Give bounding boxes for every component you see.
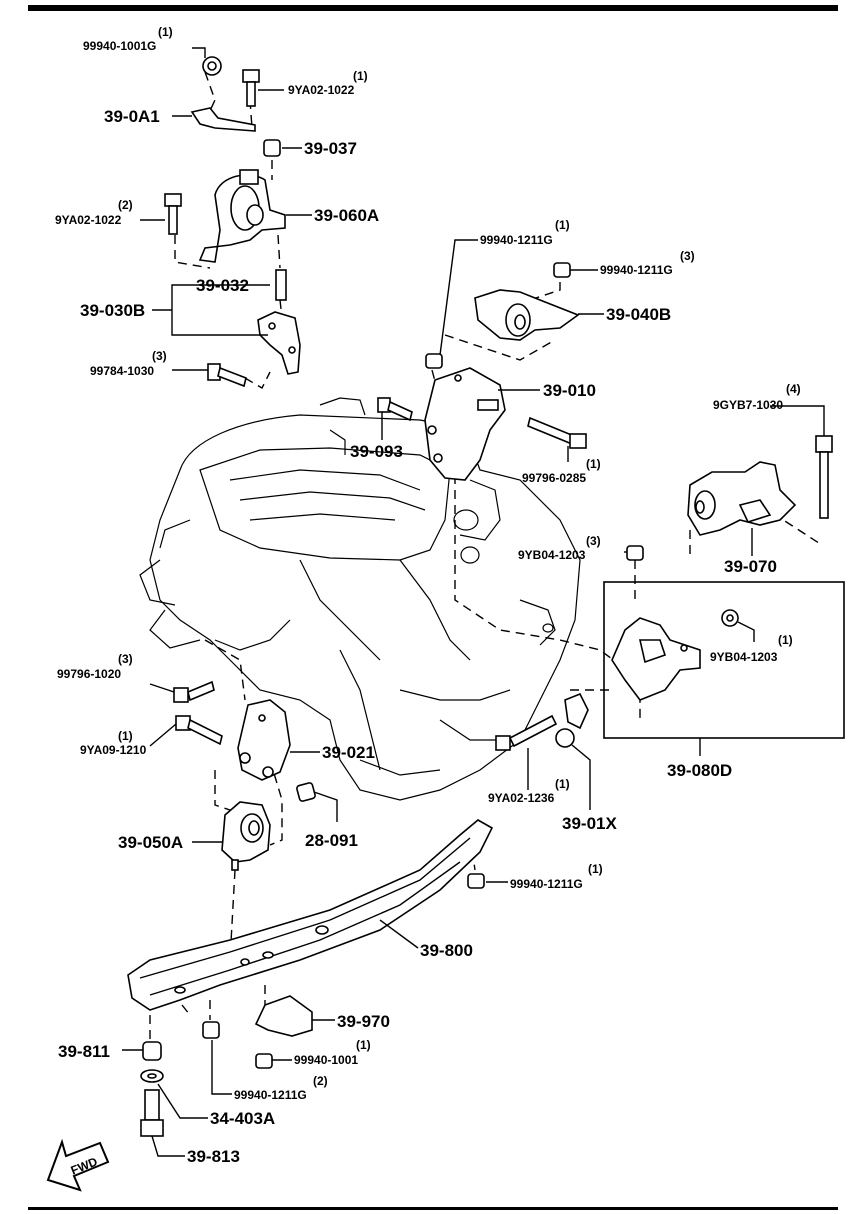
label-p11: 99940-1211G (600, 263, 673, 277)
nut-39-037 (263, 139, 281, 157)
crossmember-39-800 (127, 819, 494, 1011)
label-p02: 9YA02-1022 (288, 83, 355, 97)
nut-99940-1211g-crossmember (467, 873, 485, 889)
qty-p11: (3) (680, 249, 695, 263)
bolt-39-813 (140, 1089, 164, 1137)
bolt-99796-0285 (527, 416, 587, 449)
engine-mount-39-040b (474, 289, 580, 341)
bolt-99796-1020 (173, 680, 215, 703)
qty-p02: (1) (353, 69, 368, 83)
qty-p28: (1) (588, 862, 603, 876)
bottom-border-bar (28, 1207, 838, 1210)
engine-block-outline (139, 397, 581, 801)
label-p24: 9YA02-1236 (488, 791, 555, 805)
label-p12: 39-040B (606, 305, 671, 324)
nut-9yb04-1203-triple (626, 545, 644, 561)
label-p21: 9YA09-1210 (80, 743, 147, 757)
label-p04: 39-037 (304, 139, 357, 158)
label-p34: 34-403A (210, 1109, 275, 1128)
bracket-39-030b (257, 311, 301, 375)
bolt-9gyb7-1030 (815, 435, 833, 519)
engine-mount-39-050a (221, 801, 271, 871)
label-p23: 39-080D (667, 761, 732, 780)
fwd-direction-arrow: FWD (46, 1138, 110, 1192)
bracket-39-970 (254, 995, 313, 1037)
bolt-9ya02-1022 (242, 69, 260, 107)
qty-p20: (3) (118, 652, 133, 666)
qty-p16: (4) (786, 382, 801, 396)
stud-39-032 (275, 269, 287, 301)
top-border-bar (28, 5, 838, 11)
label-p13: 39-010 (543, 381, 596, 400)
label-p06: 39-060A (314, 206, 379, 225)
qty-p19: (1) (778, 633, 793, 647)
label-p05: 9YA02-1022 (55, 213, 122, 227)
bolt-9ya02-1236 (495, 714, 558, 751)
label-p16: 9GYB7-1030 (713, 398, 783, 412)
washer-34-403a (140, 1069, 164, 1083)
nut-99940-1211g-single (425, 353, 443, 369)
qty-p17: (3) (586, 534, 601, 548)
label-p27: 39-01X (562, 814, 617, 833)
assembly-box-39-080d (603, 581, 845, 739)
bolt-99784-1030 (207, 363, 247, 388)
bracket-39-0a1 (190, 107, 256, 132)
label-p01: 99940-1001G (83, 39, 156, 53)
bracket-39-010 (424, 367, 506, 481)
label-p18: 39-070 (724, 557, 777, 576)
bolt-9ya09-1210 (175, 715, 223, 746)
qty-p09: (3) (152, 349, 167, 363)
label-p17: 9YB04-1203 (518, 548, 586, 562)
label-p26: 28-091 (305, 831, 358, 850)
nut-99940-1001 (255, 1053, 273, 1069)
leader-lines (122, 47, 825, 1157)
label-p35: 39-813 (187, 1147, 240, 1166)
label-p32: 99940-1001 (294, 1053, 358, 1067)
label-p29: 39-800 (420, 941, 473, 960)
label-p30: 39-970 (337, 1012, 390, 1031)
label-p33: 99940-1211G (234, 1088, 307, 1102)
part-labels: (1) 99940-1001G (1) 9YA02-1022 39-0A1 39… (55, 25, 801, 1166)
label-p19: 9YB04-1203 (710, 650, 778, 664)
label-p25: 39-050A (118, 833, 183, 852)
nut-99940-1211g-triple (553, 262, 571, 278)
engine-mount-39-060a (198, 169, 286, 263)
qty-p21: (1) (118, 729, 133, 743)
label-p10: 99940-1211G (480, 233, 553, 247)
label-p31: 39-811 (58, 1042, 110, 1061)
label-p14: 39-093 (350, 442, 403, 461)
label-p08: 39-030B (80, 301, 145, 320)
qty-p01: (1) (158, 25, 173, 39)
qty-p10: (1) (555, 218, 570, 232)
bolt-9ya02-1022-pair (164, 193, 182, 235)
label-p28: 99940-1211G (510, 877, 583, 891)
nut-99940-1211g-pair (202, 1021, 220, 1039)
bolt-39-093 (377, 397, 413, 422)
label-p09: 99784-1030 (90, 364, 154, 378)
label-p22: 39-021 (322, 743, 375, 762)
engine-mount-39-070 (687, 461, 797, 536)
bracket-39-021 (237, 699, 291, 781)
label-p07: 39-032 (196, 276, 249, 295)
qty-p15: (1) (586, 457, 601, 471)
qty-p33: (2) (313, 1074, 328, 1088)
nut-28-091 (296, 782, 316, 802)
label-p15: 99796-0285 (522, 471, 586, 485)
qty-p32: (1) (356, 1038, 371, 1052)
label-p03: 39-0A1 (104, 107, 160, 126)
stopper-39-01x (555, 692, 589, 748)
nut-99940-1001g (202, 56, 222, 76)
qty-p05: (2) (118, 198, 133, 212)
qty-p24: (1) (555, 777, 570, 791)
label-p20: 99796-1020 (57, 667, 121, 681)
bushing-39-811 (142, 1041, 162, 1061)
